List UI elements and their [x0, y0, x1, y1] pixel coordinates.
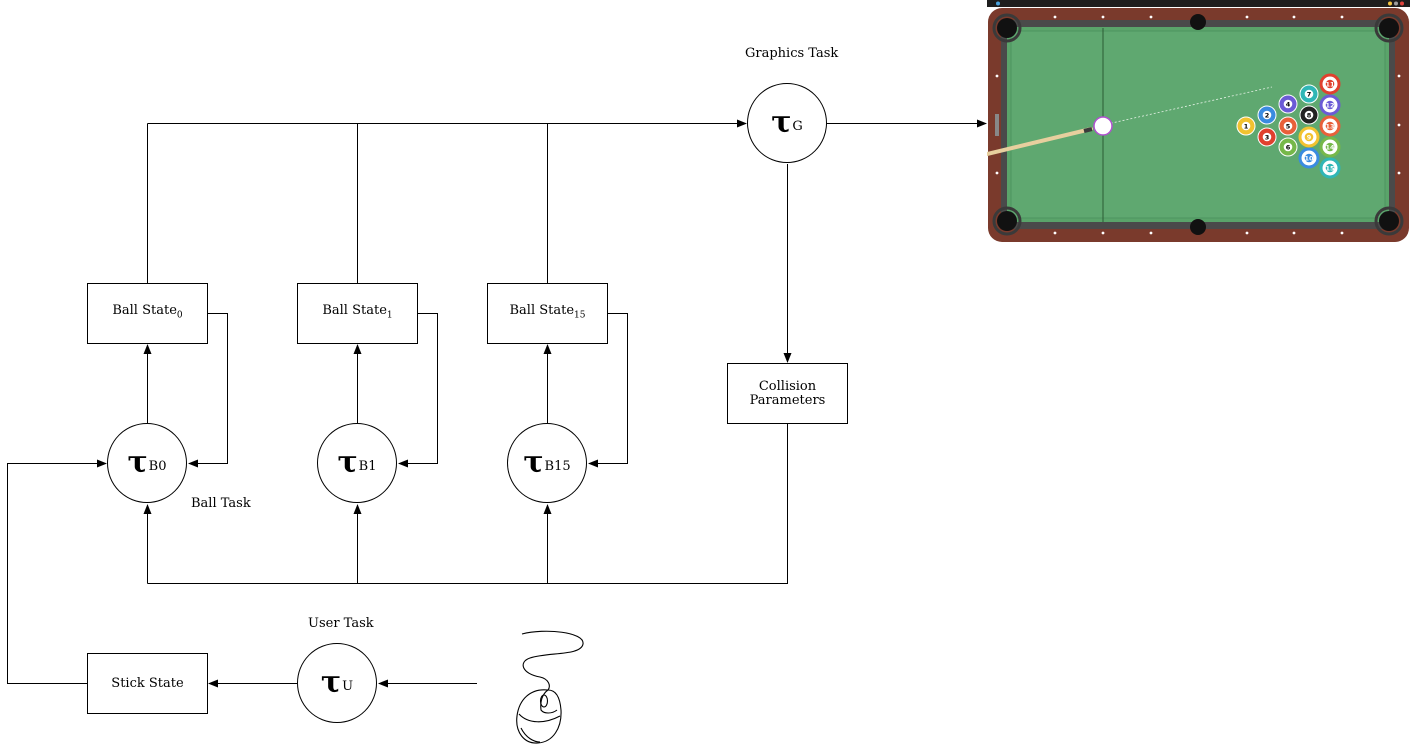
ball-state-0-index: 0	[176, 310, 183, 321]
pool-ball-8: 8	[1299, 105, 1319, 125]
window-dot-icon	[996, 1, 1000, 6]
pool-ball-7: 7	[1299, 84, 1319, 104]
user-task-subscript: U	[342, 678, 354, 694]
window-dot-icon	[1394, 1, 1398, 6]
stick-state-text: Stick State	[111, 675, 184, 691]
pool-ball-number: 13	[1325, 122, 1334, 130]
ball-state-15-index: 15	[574, 310, 586, 321]
ball-state-15-text: Ball State	[509, 303, 575, 319]
computer-mouse-icon	[516, 630, 584, 744]
aim-line	[1102, 86, 1273, 126]
ball-task-15-subscript: B15	[544, 458, 571, 474]
pool-ball-4: 4	[1278, 94, 1298, 114]
ball-task-label: Ball Task	[191, 496, 251, 511]
pool-ball-1: 1	[1236, 116, 1256, 136]
stick-state-box: Stick State	[87, 653, 208, 714]
pool-ball-number: 5	[1286, 122, 1291, 130]
pool-ball-9: 9	[1298, 126, 1320, 148]
pool-ball-number: 3	[1265, 133, 1270, 141]
graphics-task-label: Graphics Task	[745, 46, 839, 61]
tau-symbol: τ	[320, 665, 342, 700]
pool-ball-number: 12	[1325, 101, 1334, 109]
pool-ball-number: 7	[1307, 90, 1312, 98]
cue-tip	[1083, 127, 1093, 133]
pool-ball-11: 11	[1319, 73, 1341, 95]
cue-stick	[987, 127, 1093, 156]
pool-ball-3: 3	[1257, 127, 1277, 147]
tau-symbol: τ	[337, 445, 358, 480]
collision-parameters-line1: Collision	[758, 378, 817, 394]
pool-ball-number: 14	[1325, 143, 1335, 151]
pool-ball-number: 1	[1244, 122, 1249, 130]
collision-parameters-box: Collision Parameters	[727, 363, 848, 424]
pool-ball-number: 6	[1286, 143, 1291, 151]
ball-task-0-subscript: B0	[148, 458, 167, 474]
pool-ball-5: 5	[1278, 116, 1298, 136]
pool-ball-15: 15	[1319, 157, 1341, 179]
window-dot-icon	[1400, 1, 1404, 6]
pool-ball-number: 4	[1286, 100, 1291, 108]
ball-state-15-feedback-arrow	[588, 313, 628, 468]
ball-state-1-feedback-arrow	[398, 313, 438, 468]
ball-task-1-subscript: B1	[358, 458, 377, 474]
pool-ball-number: 2	[1265, 111, 1270, 119]
power-indicator	[995, 114, 999, 136]
pool-ball-6: 6	[1278, 137, 1298, 157]
stick-state-to-ball-task-0-arrow	[7, 459, 107, 684]
pool-ball-number: 8	[1307, 111, 1312, 119]
tau-symbol: τ	[127, 445, 148, 480]
ball-state-0-feedback-arrow	[188, 313, 228, 468]
ball-state-15-box: Ball State15	[487, 283, 608, 344]
pool-ball-2: 2	[1257, 105, 1277, 125]
pocket-icon	[997, 14, 1399, 235]
pool-ball-number: 11	[1325, 80, 1335, 88]
pool-ball-number: 15	[1325, 164, 1335, 172]
collision-to-bottom-bus	[147, 424, 788, 584]
pool-ball-10: 10	[1298, 147, 1320, 169]
ball-state-1-index: 1	[386, 310, 393, 321]
cue-ball	[1093, 116, 1113, 136]
pool-ball-12: 12	[1319, 94, 1341, 116]
pool-ball-13: 13	[1319, 115, 1341, 137]
window-dot-icon	[1388, 1, 1392, 6]
graphics-task-subscript: G	[792, 118, 803, 134]
ball-state-0-box: Ball State0	[87, 283, 208, 344]
pool-ball-number: 10	[1304, 154, 1314, 162]
tau-symbol: τ	[771, 105, 792, 140]
collision-parameters-line2: Parameters	[749, 392, 826, 408]
ball-state-1-box: Ball State1	[297, 283, 418, 344]
ball-state-1-text: Ball State	[322, 303, 387, 319]
window-titlebar	[987, 0, 1410, 7]
pool-ball-14: 14	[1319, 136, 1341, 158]
ball-state-0-text: Ball State	[112, 303, 177, 319]
user-task-label: User Task	[308, 616, 374, 631]
pool-ball-number: 9	[1307, 133, 1312, 141]
tau-symbol: τ	[523, 445, 544, 480]
